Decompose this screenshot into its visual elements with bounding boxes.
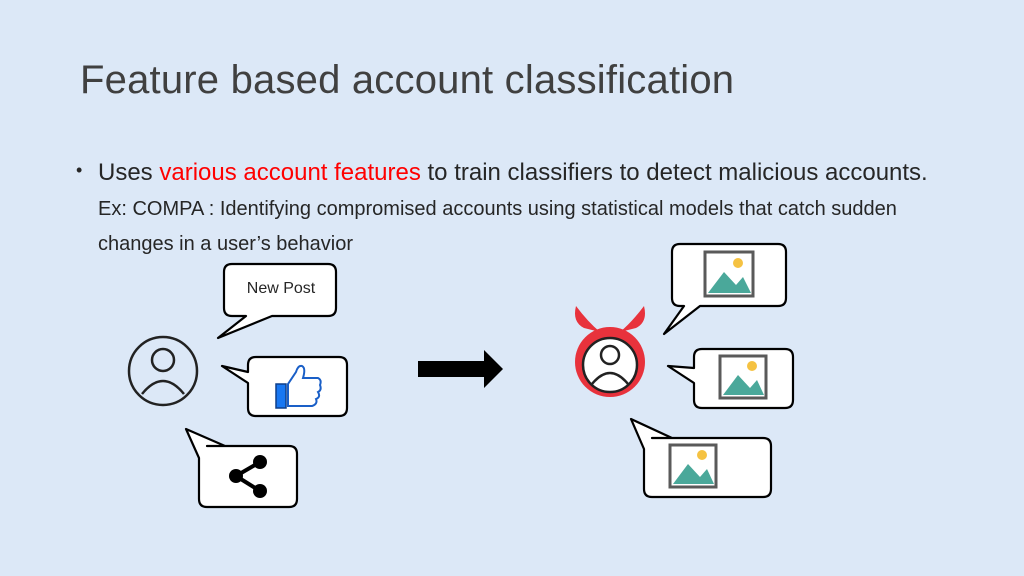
bullet-prefix: Uses bbox=[98, 159, 160, 186]
devil-user-icon bbox=[575, 306, 645, 397]
share-icon bbox=[229, 455, 267, 498]
image-icon bbox=[703, 250, 755, 298]
new-post-label: New Post bbox=[246, 280, 316, 297]
example-text: Ex: COMPA : Identifying compromised acco… bbox=[98, 198, 897, 255]
right-arrow-icon bbox=[418, 350, 503, 388]
bullet-rest: to train classifiers to detect malicious… bbox=[420, 159, 928, 186]
page-title: Feature based account classification bbox=[80, 58, 735, 102]
new-post-bubble bbox=[216, 262, 338, 340]
bullet-marker: • bbox=[76, 160, 83, 180]
user-avatar-icon bbox=[127, 335, 199, 407]
thumbs-up-icon bbox=[275, 364, 322, 409]
bullet-text: Uses various account features to train c… bbox=[98, 156, 936, 261]
bullet-point: • Uses various account features to train… bbox=[76, 156, 936, 261]
share-bubble bbox=[184, 427, 299, 509]
image-icon bbox=[668, 443, 718, 489]
image-icon bbox=[718, 354, 768, 400]
highlight-text: various account features bbox=[159, 159, 421, 186]
